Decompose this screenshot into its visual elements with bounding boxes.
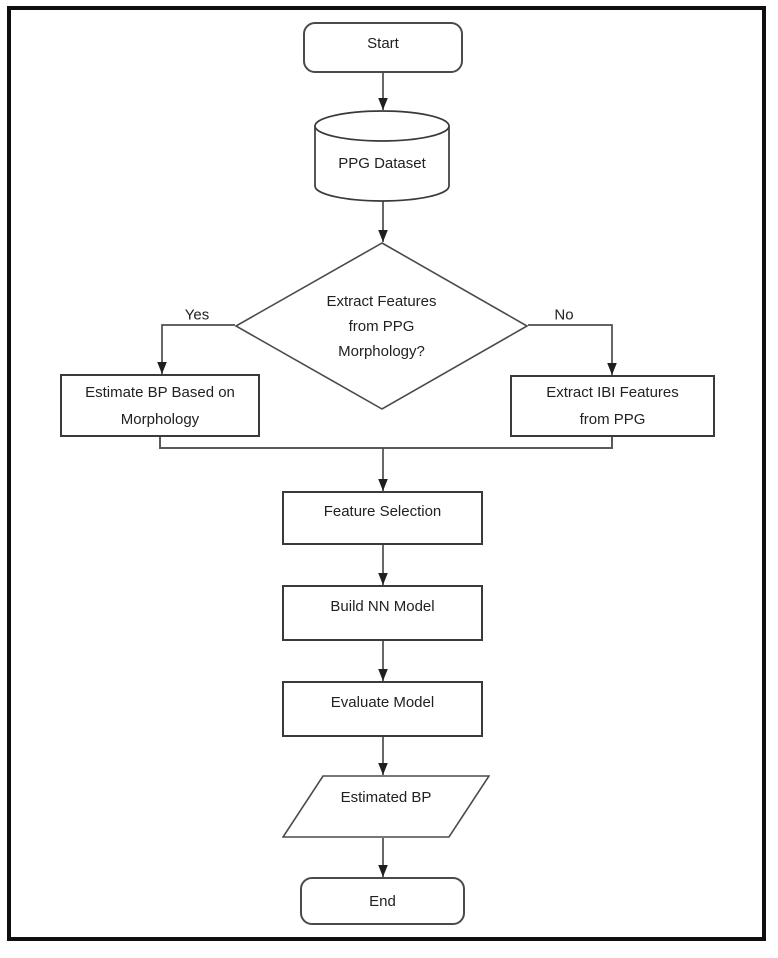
node-estimate-bp-label: Estimate BP Based on Morphology: [85, 379, 235, 433]
node-ppg-dataset-label: PPG Dataset: [338, 154, 426, 172]
node-start[interactable]: Start: [303, 22, 463, 73]
node-end-label: End: [369, 892, 396, 910]
node-estimated-bp[interactable]: Estimated BP: [282, 775, 490, 838]
node-build-nn-label: Build NN Model: [330, 597, 435, 615]
node-evaluate-model[interactable]: Evaluate Model: [282, 681, 483, 737]
connector-decision-no: [528, 324, 617, 375]
diamond-shape: [235, 242, 528, 410]
node-estimated-bp-label: Estimated BP: [340, 789, 432, 806]
node-estimate-bp-morphology[interactable]: Estimate BP Based on Morphology: [60, 374, 260, 437]
node-decision-morphology[interactable]: Extract Features from PPG Morphology?: [235, 242, 528, 410]
node-decision-label: Extract Features from PPG Morphology?: [326, 289, 436, 364]
extract-ibi-line-1: Extract IBI Features: [546, 384, 679, 401]
decision-line-1: Extract Features: [326, 292, 437, 310]
node-feature-selection[interactable]: Feature Selection: [282, 491, 483, 545]
node-evaluate-model-label: Evaluate Model: [330, 693, 435, 711]
cylinder-shape: [314, 110, 450, 202]
node-end[interactable]: End: [300, 877, 465, 925]
extract-ibi-line-2: from PPG: [579, 411, 646, 428]
edge-label-no: No: [554, 306, 574, 324]
connector-merge-bar: [159, 437, 613, 449]
node-extract-ibi[interactable]: Extract IBI Features from PPG: [510, 375, 715, 437]
node-feature-selection-label: Feature Selection: [323, 502, 442, 520]
node-ppg-dataset[interactable]: PPG Dataset: [314, 110, 450, 202]
estimate-bp-line-2: Morphology: [120, 410, 200, 428]
node-build-nn-model[interactable]: Build NN Model: [282, 585, 483, 641]
parallelogram-shape: [282, 775, 490, 838]
connector-decision-yes: [157, 324, 235, 374]
decision-line-3: Morphology?: [338, 342, 425, 360]
decision-line-2: from PPG: [348, 317, 415, 335]
node-start-label: Start: [367, 35, 399, 52]
estimate-bp-line-1: Estimate BP Based on: [85, 383, 235, 401]
edge-label-yes: Yes: [184, 306, 210, 324]
node-extract-ibi-label: Extract IBI Features from PPG: [546, 379, 679, 433]
